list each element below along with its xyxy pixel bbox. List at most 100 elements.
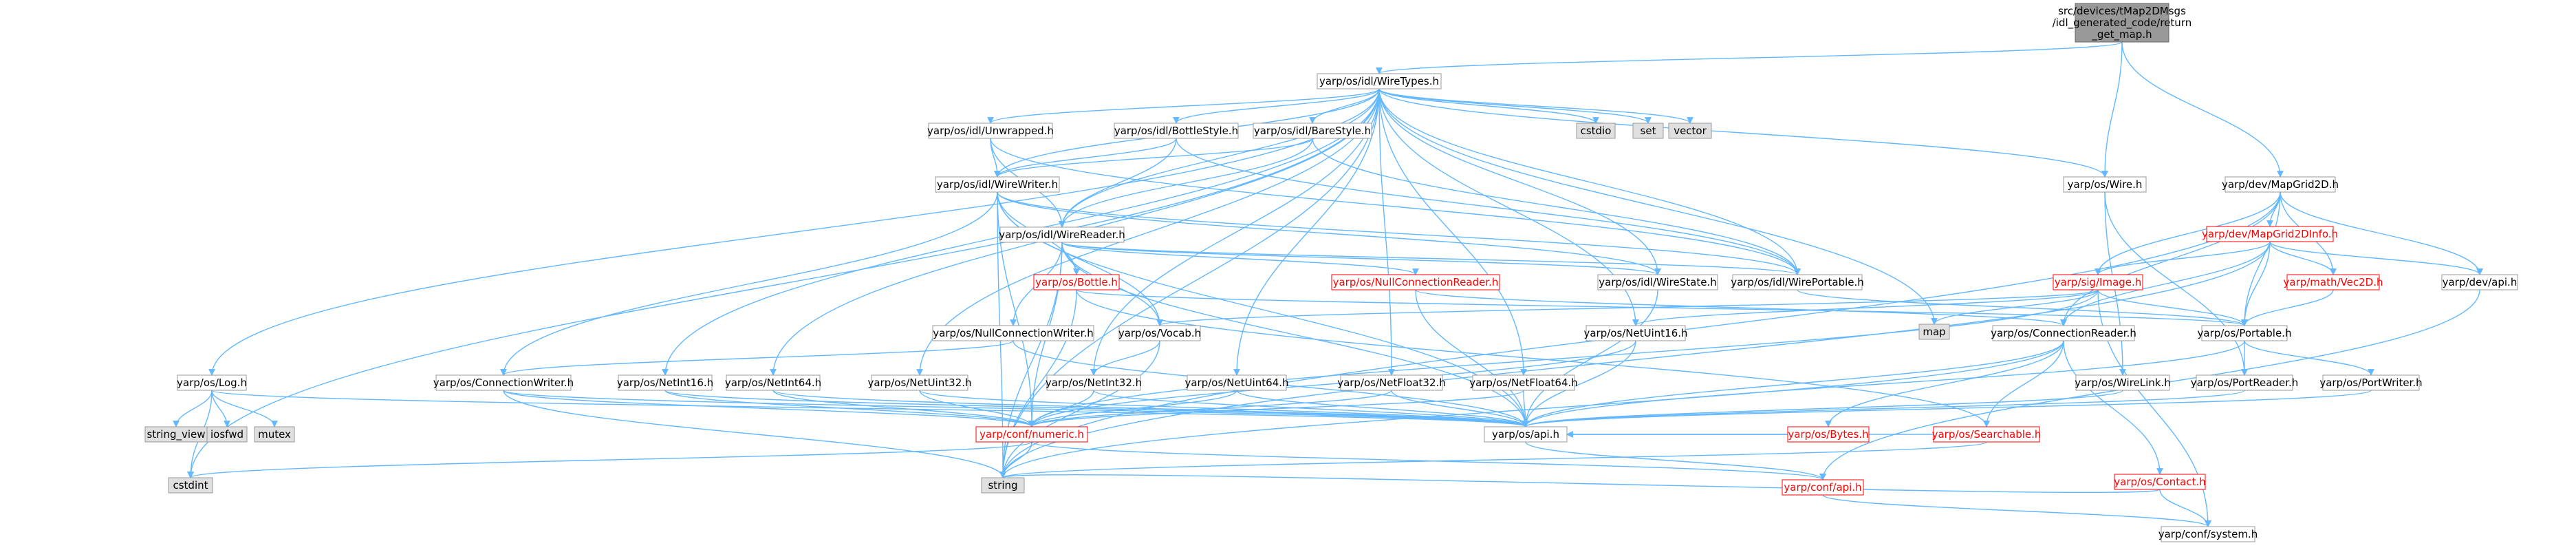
node-label: yarp/os/NetFloat64.h: [1469, 377, 1578, 389]
node-sigimage[interactable]: yarp/sig/Image.h: [2053, 274, 2143, 290]
node-confnumeric[interactable]: yarp/conf/numeric.h: [975, 426, 1088, 443]
edge-nullconnwriter-to-connwriter: [500, 340, 1014, 376]
node-label: yarp/os/Log.h: [177, 377, 247, 389]
edge-wiretypes-to-wirestate: [1378, 88, 1661, 275]
node-netuint64[interactable]: yarp/os/NetUint64.h: [1184, 374, 1289, 391]
edge-wireportable-to-portable: [1797, 289, 2248, 326]
node-mapgrid2d[interactable]: yarp/dev/MapGrid2D.h: [2222, 176, 2339, 193]
node-confapi[interactable]: yarp/conf/api.h: [1782, 479, 1864, 496]
node-box: [2161, 526, 2255, 542]
node-label: yarp/os/NetFloat32.h: [1337, 377, 1446, 389]
edge-sigimage-to-confnumeric: [1028, 289, 2099, 427]
node-netuint16[interactable]: yarp/os/NetUint16.h: [1583, 325, 1688, 341]
edge-mapgrid2dinfo-to-vec2d: [2269, 241, 2337, 275]
node-netint64[interactable]: yarp/os/NetInt64.h: [725, 374, 821, 391]
edge-osapi-to-confapi: [1525, 441, 1826, 480]
node-box: [1118, 325, 1201, 341]
edge-bottle-to-searchable: [1076, 289, 1990, 427]
edge-netuint64-to-osapi: [1236, 390, 1529, 427]
edge-netfloat32-to-confnumeric: [1028, 390, 1392, 427]
node-wirestate[interactable]: yarp/os/idl/WireState.h: [1597, 274, 1718, 290]
edge-wirestate-to-osapi: [1522, 289, 1658, 427]
node-box: [206, 426, 248, 443]
node-box: [2114, 474, 2206, 490]
edge-netuint16-to-osapi: [1522, 340, 1636, 427]
edge-wirereader-to-wirestate: [1061, 242, 1661, 275]
node-box: [177, 374, 247, 391]
node-nullconnreader[interactable]: yarp/os/NullConnectionReader.h: [1331, 274, 1500, 290]
node-label: yarp/os/idl/BottleStyle.h: [1114, 125, 1238, 137]
node-netfloat64[interactable]: yarp/os/NetFloat64.h: [1469, 374, 1578, 391]
node-wirereader[interactable]: yarp/os/idl/WireReader.h: [999, 226, 1125, 243]
node-label: map: [1923, 326, 1945, 338]
node-contact[interactable]: yarp/os/Contact.h: [2114, 474, 2206, 490]
node-label: yarp/os/idl/WireTypes.h: [1319, 75, 1439, 87]
node-bytes[interactable]: yarp/os/Bytes.h: [1787, 426, 1870, 443]
edge-wiretypes-to-map: [1378, 88, 1938, 325]
node-box: [1992, 325, 2135, 341]
node-wiretypes[interactable]: yarp/os/idl/WireTypes.h: [1317, 73, 1442, 89]
node-portreader[interactable]: yarp/os/PortReader.h: [2191, 374, 2299, 391]
node-connreader[interactable]: yarp/os/ConnectionReader.h: [1991, 325, 2136, 341]
node-barestyle[interactable]: yarp/os/idl/BareStyle.h: [1253, 123, 1372, 139]
node-label: mutex: [258, 428, 291, 441]
node-root[interactable]: src/devices/tMap2DMsgs/idl_generated_cod…: [2053, 3, 2191, 43]
node-box: [1033, 274, 1120, 290]
edge-netuint64-to-confnumeric: [1028, 390, 1237, 427]
node-bottlestyle[interactable]: yarp/os/idl/BottleStyle.h: [1114, 123, 1239, 139]
node-portwriter[interactable]: yarp/os/PortWriter.h: [2319, 374, 2423, 391]
node-netfloat32[interactable]: yarp/os/NetFloat32.h: [1337, 374, 1446, 391]
node-box: [981, 477, 1025, 494]
node-mapgrid2dinfo[interactable]: yarp/dev/MapGrid2DInfo.h: [2202, 226, 2338, 242]
node-box: [935, 176, 1060, 193]
node-log[interactable]: yarp/os/Log.h: [177, 374, 247, 391]
edge-contact-to-string: [999, 471, 2161, 494]
node-unwrapped[interactable]: yarp/os/idl/Unwrapped.h: [927, 123, 1054, 139]
node-label: yarp/os/Bottle.h: [1035, 276, 1118, 288]
edge-netint32-to-osapi: [1093, 390, 1529, 427]
node-osapi[interactable]: yarp/os/api.h: [1484, 426, 1568, 443]
edge-sigimage-to-netuint16: [1632, 289, 2099, 326]
node-box: [2286, 274, 2380, 290]
node-wire[interactable]: yarp/os/Wire.h: [2063, 176, 2147, 193]
node-bottle[interactable]: yarp/os/Bottle.h: [1033, 274, 1120, 290]
edge-netuint32-to-confnumeric: [919, 390, 1035, 427]
node-box: [1933, 426, 2040, 443]
node-label: yarp/os/Wire.h: [2068, 178, 2143, 191]
edge-sigimage-to-portable: [2097, 289, 2248, 326]
node-box: [2441, 274, 2518, 290]
node-label: yarp/conf/system.h: [2158, 528, 2258, 540]
edge-wirereader-to-wireportable: [1061, 242, 1801, 275]
edge-root-to-mapgrid2d: [2121, 41, 2284, 178]
edge-wiretypes-to-netfloat32: [1378, 88, 1395, 376]
edge-wiretypes-to-vector: [1378, 88, 1693, 124]
node-label: yarp/os/NetInt32.h: [1046, 377, 1142, 389]
node-connwriter[interactable]: yarp/os/ConnectionWriter.h: [433, 374, 574, 391]
edge-netint16-to-confnumeric: [664, 390, 1035, 427]
node-label: yarp/os/Bytes.h: [1788, 428, 1868, 441]
node-label: yarp/dev/api.h: [2443, 276, 2518, 288]
node-searchable[interactable]: yarp/os/Searchable.h: [1932, 426, 2042, 443]
edge-wiretypes-to-bottlestyle: [1173, 88, 1380, 124]
node-nullconnwriter[interactable]: yarp/os/NullConnectionWriter.h: [932, 325, 1094, 341]
edge-mapgrid2dinfo-to-devapi: [2269, 241, 2483, 275]
node-string_view: string_view: [144, 426, 208, 443]
node-vec2d[interactable]: yarp/math/Vec2D.h: [2284, 274, 2383, 290]
node-box: [1340, 374, 1443, 391]
edge-log-to-string_view: [173, 390, 213, 427]
node-netint16[interactable]: yarp/os/NetInt16.h: [617, 374, 713, 391]
node-wirewriter[interactable]: yarp/os/idl/WireWriter.h: [935, 176, 1060, 193]
node-confsystem[interactable]: yarp/conf/system.h: [2158, 526, 2258, 542]
edge-connreader-to-bytes: [1825, 340, 2064, 427]
edge-wiretypes-to-netfloat64: [1378, 88, 1527, 376]
node-box: [1668, 123, 1712, 139]
node-netint32[interactable]: yarp/os/NetInt32.h: [1046, 374, 1142, 391]
node-portable[interactable]: yarp/os/Portable.h: [2198, 325, 2292, 341]
node-devapi[interactable]: yarp/dev/api.h: [2441, 274, 2518, 290]
node-wireportable[interactable]: yarp/os/idl/WirePortable.h: [1731, 274, 1864, 290]
node-wirelink[interactable]: yarp/os/WireLink.h: [2075, 374, 2171, 391]
node-vocab[interactable]: yarp/os/Vocab.h: [1118, 325, 1201, 341]
node-label: /idl_generated_code/return: [2053, 17, 2191, 30]
node-netuint32[interactable]: yarp/os/NetUint32.h: [867, 374, 972, 391]
node-box: [932, 325, 1094, 341]
